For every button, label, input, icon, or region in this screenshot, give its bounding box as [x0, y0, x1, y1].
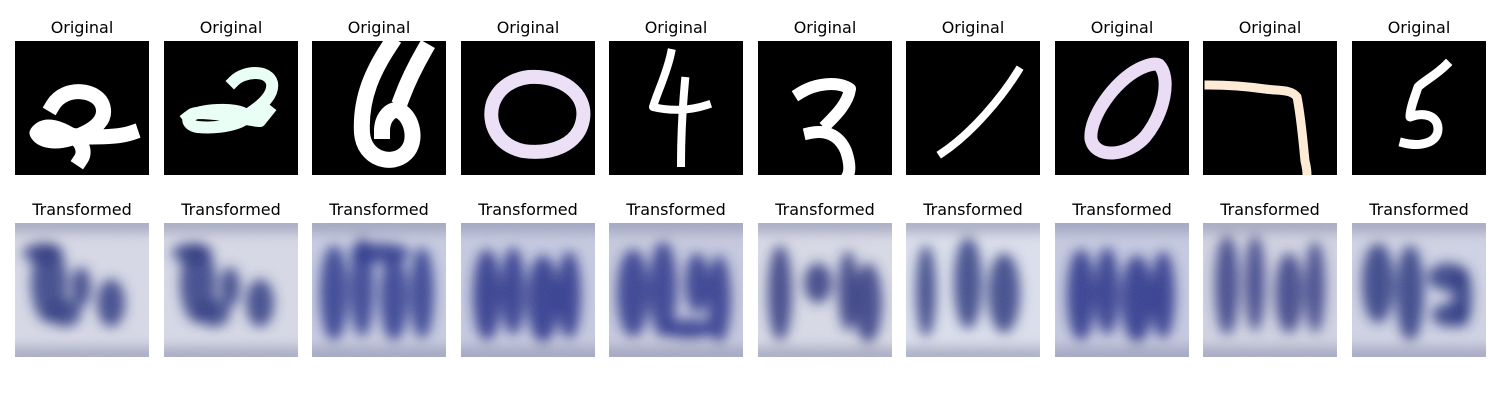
original-image-3 — [312, 41, 446, 175]
original-title-10: Original — [1387, 18, 1451, 37]
original-image-5 — [609, 41, 743, 175]
digit-6-stroke — [353, 41, 435, 168]
original-image-7 — [906, 41, 1040, 175]
digit-0-stroke — [484, 69, 591, 159]
original-title-4: Original — [496, 18, 560, 37]
transformed-image-10 — [1352, 223, 1486, 357]
transformed-image-1 — [15, 223, 149, 357]
original-image-4 — [461, 41, 595, 175]
digit-0-stroke — [1084, 57, 1172, 160]
original-title-5: Original — [644, 18, 708, 37]
transformed-title-4: Transformed — [478, 200, 578, 219]
digit-2-stroke — [29, 84, 141, 170]
digit-5-stroke — [1398, 58, 1453, 149]
original-image-8 — [1055, 41, 1189, 175]
transformed-image-5 — [609, 223, 743, 357]
digit-7-stroke — [1204, 80, 1312, 175]
transformed-title-1: Transformed — [32, 200, 132, 219]
transformed-image-9 — [1203, 223, 1337, 357]
original-image-10 — [1352, 41, 1486, 175]
original-title-2: Original — [199, 18, 263, 37]
transformed-image-6 — [758, 223, 892, 357]
digit-2-stroke — [179, 67, 279, 134]
transformed-title-3: Transformed — [329, 200, 429, 219]
digit-7-stroke — [791, 78, 856, 175]
original-title-8: Original — [1090, 18, 1154, 37]
transformed-image-8 — [1055, 223, 1189, 357]
transformed-title-8: Transformed — [1072, 200, 1172, 219]
original-title-9: Original — [1238, 18, 1302, 37]
transformed-title-7: Transformed — [923, 200, 1023, 219]
transformed-image-7 — [906, 223, 1040, 357]
transformed-image-2 — [164, 223, 298, 357]
transformed-image-4 — [461, 223, 595, 357]
original-title-3: Original — [347, 18, 411, 37]
digit-1-stroke — [936, 65, 1024, 159]
original-title-1: Original — [50, 18, 114, 37]
transformed-image-3 — [312, 223, 446, 357]
original-image-1 — [15, 41, 149, 175]
transformed-title-10: Transformed — [1369, 200, 1469, 219]
transformed-title-9: Transformed — [1220, 200, 1320, 219]
original-image-6 — [758, 41, 892, 175]
transformed-title-2: Transformed — [181, 200, 281, 219]
transformed-title-5: Transformed — [626, 200, 726, 219]
original-title-7: Original — [941, 18, 1005, 37]
original-image-2 — [164, 41, 298, 175]
original-title-6: Original — [793, 18, 857, 37]
transformed-title-6: Transformed — [775, 200, 875, 219]
original-image-9 — [1203, 41, 1337, 175]
digit-4-stroke — [649, 48, 713, 168]
